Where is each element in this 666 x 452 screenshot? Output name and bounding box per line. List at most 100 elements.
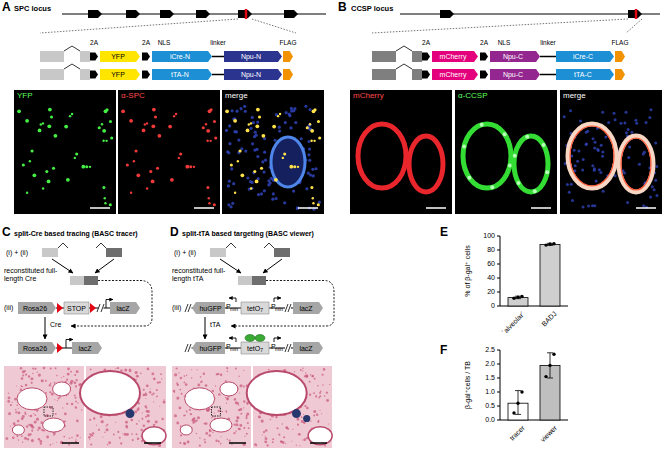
cell-dot bbox=[175, 113, 177, 115]
cell-dot bbox=[109, 203, 112, 206]
step-label: reconstituted full-length tTA bbox=[172, 267, 234, 282]
nucleus bbox=[232, 182, 235, 185]
cell-dot bbox=[503, 132, 507, 136]
tissue-dot bbox=[96, 425, 97, 426]
tissue-dot bbox=[233, 432, 235, 434]
box-text-row: STOP bbox=[64, 302, 89, 314]
tissue-dot bbox=[156, 389, 158, 391]
cell-dot bbox=[189, 165, 192, 168]
cell-dot bbox=[121, 109, 125, 113]
tissue-dot bbox=[153, 393, 155, 395]
cell-dot bbox=[209, 140, 211, 142]
cell-dot bbox=[277, 115, 279, 117]
nucleus bbox=[260, 192, 263, 195]
tissue-dot bbox=[183, 442, 186, 445]
micrograph bbox=[350, 90, 452, 214]
cell-dot bbox=[283, 152, 286, 155]
tissue-dot bbox=[218, 410, 221, 413]
tissue-dot bbox=[157, 382, 159, 384]
flag-tag bbox=[283, 51, 293, 62]
nucleus bbox=[585, 142, 588, 145]
tissue-dot bbox=[146, 407, 148, 409]
cell-dot bbox=[255, 124, 259, 128]
tissue-dot bbox=[264, 440, 267, 443]
tissue-dot bbox=[21, 386, 23, 388]
tissue-dot bbox=[326, 392, 328, 394]
box-text-row: Npu-N bbox=[224, 51, 282, 62]
cell-dot bbox=[480, 123, 484, 127]
nucleus bbox=[654, 179, 657, 182]
box-text-row: lacZ bbox=[293, 302, 323, 314]
tissue-dot bbox=[140, 429, 142, 431]
tissue-dot bbox=[243, 370, 244, 371]
tissue-dot bbox=[215, 440, 217, 442]
tissue-dot bbox=[36, 418, 39, 421]
exon bbox=[196, 10, 210, 18]
tissue-dot bbox=[312, 375, 314, 377]
box-label: Npu-N bbox=[241, 53, 261, 60]
box-text-row: Npu-C bbox=[490, 51, 540, 62]
box-label: YFP bbox=[111, 71, 125, 78]
cell-dot bbox=[230, 163, 233, 166]
tissue-dot bbox=[35, 368, 37, 370]
tissue-dot bbox=[76, 434, 79, 437]
box-label: Npu-N bbox=[241, 71, 261, 78]
box-outline bbox=[241, 302, 269, 314]
scale-bar bbox=[298, 207, 318, 209]
cell-dot bbox=[26, 192, 28, 194]
tissue-dot bbox=[187, 441, 190, 444]
beta-gal-cell bbox=[292, 409, 301, 418]
nucleus bbox=[649, 196, 652, 199]
nucleus bbox=[250, 181, 253, 184]
cell-dot bbox=[467, 176, 471, 180]
nucleus bbox=[595, 179, 598, 182]
tissue-dot bbox=[8, 392, 9, 393]
axis-tick bbox=[497, 264, 500, 265]
break-mark bbox=[288, 304, 291, 312]
tissue-dot bbox=[45, 380, 47, 382]
loxp-site bbox=[57, 303, 63, 313]
axis-tick-label: 40 bbox=[487, 274, 495, 282]
cell-dot bbox=[126, 163, 129, 166]
tissue-dot bbox=[297, 424, 299, 426]
tissue-dot bbox=[278, 434, 280, 436]
axis-tick-label: 0.0 bbox=[485, 416, 495, 424]
peptide-2a bbox=[422, 53, 430, 61]
beta-gal-cell bbox=[126, 409, 135, 418]
tissue-dot bbox=[125, 421, 128, 424]
tissue-dot bbox=[52, 443, 53, 444]
cell-dot bbox=[289, 165, 293, 169]
nucleus bbox=[634, 119, 637, 122]
construct-box: YFP bbox=[100, 69, 140, 80]
tissue-dot bbox=[21, 377, 24, 380]
panel-letter: B bbox=[338, 1, 347, 14]
tissue-dot bbox=[205, 384, 208, 387]
tissue-dot bbox=[75, 397, 77, 399]
cell-dot bbox=[312, 109, 316, 113]
tissue-dot bbox=[30, 415, 33, 418]
tissue-dot bbox=[16, 435, 18, 437]
box-outline bbox=[110, 302, 140, 314]
construct-box: tTA-C bbox=[556, 69, 614, 80]
tissue-dot bbox=[328, 423, 329, 424]
tta-protein bbox=[255, 335, 265, 342]
axis-title: β-gal⁺cells / TB bbox=[464, 361, 472, 409]
nucleus bbox=[577, 150, 580, 153]
tissue-dot bbox=[294, 371, 295, 372]
construct-box: iCre-C bbox=[556, 51, 614, 62]
break-gap bbox=[185, 304, 192, 312]
nucleus bbox=[581, 169, 584, 172]
nucleus bbox=[237, 138, 240, 141]
cell-dot bbox=[29, 160, 31, 162]
construct-box: Npu-C bbox=[490, 51, 540, 62]
box-outline bbox=[152, 51, 212, 62]
cell-dot bbox=[208, 197, 210, 199]
element-label: 2A bbox=[90, 39, 98, 46]
cell-dot bbox=[144, 123, 146, 125]
axis-tick-label: 0.5 bbox=[485, 402, 495, 410]
cell-dot bbox=[89, 166, 91, 168]
tissue-dot bbox=[70, 371, 72, 373]
construct-box: Npu-C bbox=[490, 69, 540, 80]
tissue-dot bbox=[211, 417, 212, 418]
tissue-dot bbox=[235, 419, 238, 422]
